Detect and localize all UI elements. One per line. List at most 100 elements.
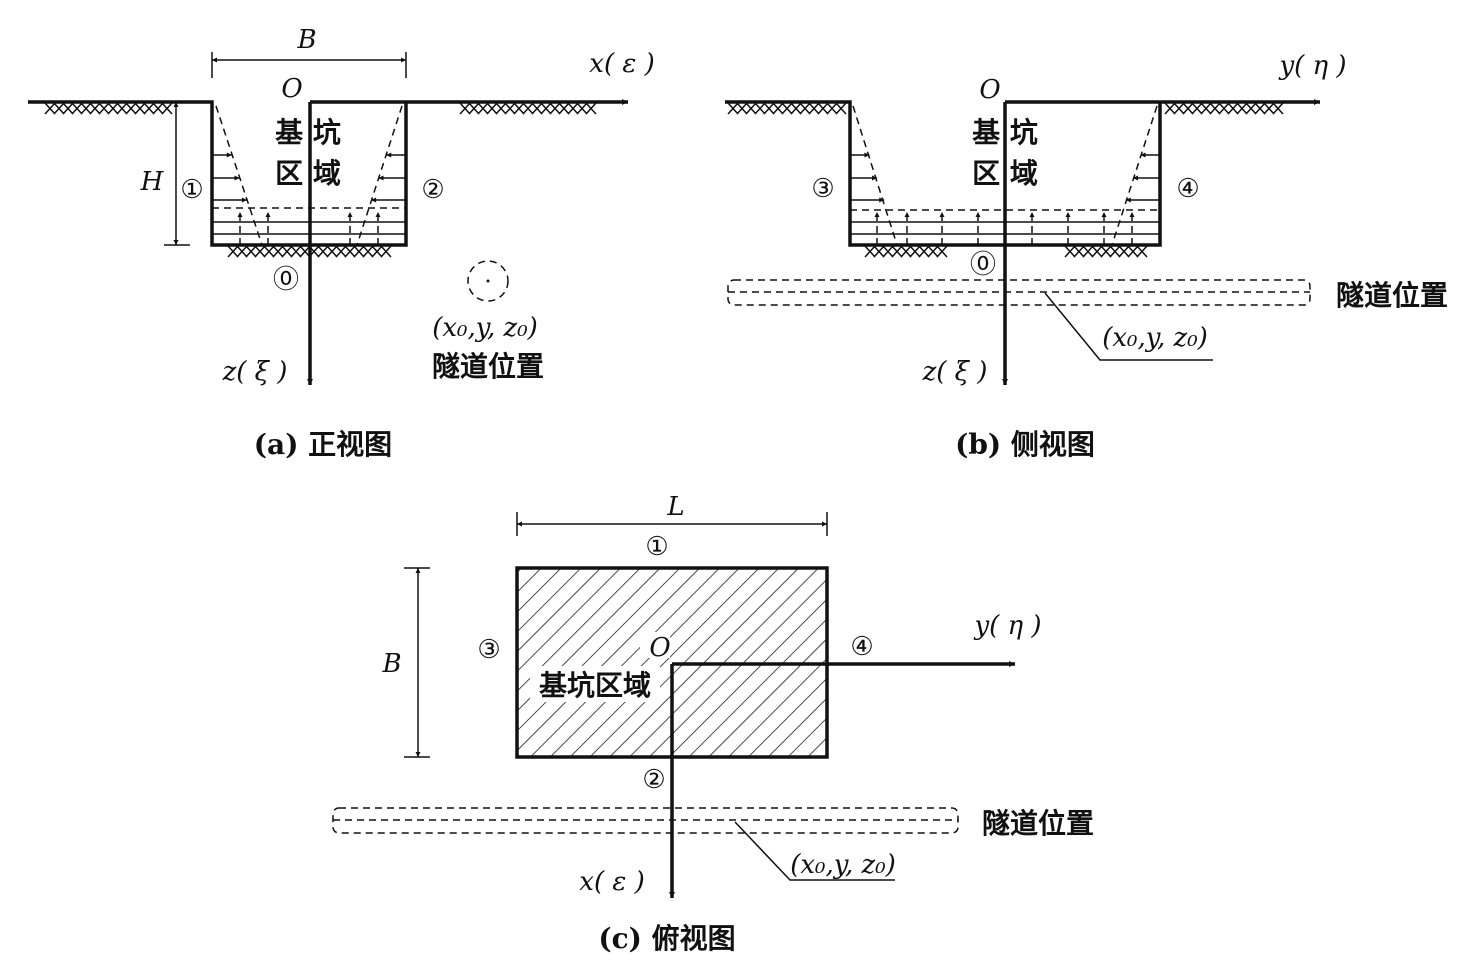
- stroke: [263, 245, 275, 258]
- x-axis-label: x( ε ): [579, 867, 644, 897]
- stroke: [299, 245, 311, 258]
- face-1-label: ①: [645, 532, 668, 562]
- stroke: [495, 102, 507, 115]
- pressure-arrows: [850, 152, 1160, 245]
- stroke: [727, 102, 739, 115]
- stroke: [504, 102, 516, 115]
- stroke: [362, 245, 374, 258]
- excavation-outline: [28, 100, 408, 247]
- stroke: [152, 102, 164, 115]
- stroke: [1209, 102, 1221, 115]
- label-H: H: [140, 167, 165, 197]
- front-view: B H O 基 坑 区 域 ① ② ⓪ x( ε ) z( ξ ) (x₀,y,…: [28, 25, 655, 461]
- z-axis-label: z( ξ ): [222, 357, 288, 387]
- stroke: [900, 245, 912, 258]
- stroke: [80, 102, 92, 115]
- excavation-outline: [725, 100, 1162, 247]
- stroke: [808, 102, 820, 115]
- stroke: [772, 102, 784, 115]
- stroke: [1173, 102, 1185, 115]
- stroke: [116, 102, 128, 115]
- stroke: [567, 102, 579, 115]
- origin-label: O: [649, 633, 670, 663]
- stroke: [353, 245, 365, 258]
- origin-label: O: [979, 75, 1000, 105]
- stroke: [89, 102, 101, 115]
- caption-c: (c) 俯视图: [598, 922, 735, 955]
- face-1-label: ①: [180, 175, 203, 205]
- stroke: [53, 102, 65, 115]
- stroke: [835, 102, 847, 115]
- tunnel-label: 隧道位置: [432, 350, 544, 383]
- stroke: [799, 102, 811, 115]
- stroke: [317, 245, 329, 258]
- region-label-1: 基 坑: [972, 116, 1038, 149]
- stroke: [344, 245, 356, 258]
- label-B: B: [381, 649, 401, 679]
- tunnel-coord-label: (x₀,y, z₀): [790, 850, 896, 880]
- stroke: [736, 102, 748, 115]
- stroke: [1182, 102, 1194, 115]
- stroke: [585, 102, 597, 115]
- plan-view: L B ① ③ ④ ② O 基坑区域 y( η ) x( ε ) (x₀,y, …: [332, 492, 1094, 955]
- stroke: [236, 245, 248, 258]
- tunnel-label: 隧道位置: [1336, 279, 1448, 312]
- stroke: [927, 245, 939, 258]
- label-L: L: [666, 492, 684, 522]
- face-3-label: ③: [477, 635, 500, 665]
- stroke: [308, 245, 320, 258]
- stroke: [1191, 102, 1203, 115]
- stroke: [134, 102, 146, 115]
- pressure-line-right: [356, 105, 403, 246]
- stroke: [335, 245, 347, 258]
- stroke: [468, 102, 480, 115]
- stroke: [245, 245, 257, 258]
- stroke: [745, 102, 757, 115]
- stroke: [781, 102, 793, 115]
- stroke: [380, 245, 392, 258]
- face-0-label: ⓪: [273, 265, 299, 295]
- face-0-label: ⓪: [970, 250, 996, 280]
- z-axis-label: z( ξ ): [922, 357, 988, 387]
- stroke: [531, 102, 543, 115]
- stroke: [864, 245, 876, 258]
- stroke: [44, 102, 56, 115]
- x-axis-label: x( ε ): [589, 49, 654, 79]
- ground-hatch: [44, 102, 597, 258]
- tunnel-coord-label: (x₀,y, z₀): [432, 313, 538, 343]
- stroke: [281, 245, 293, 258]
- stroke: [1218, 102, 1230, 115]
- tunnel-leader: [1044, 292, 1213, 361]
- region-label-2: 区 域: [972, 157, 1038, 190]
- y-axis-label: y( η ): [1278, 51, 1346, 81]
- stroke: [477, 102, 489, 115]
- stroke: [1082, 245, 1094, 258]
- label-B: B: [296, 25, 316, 55]
- face-4-label: ④: [850, 632, 873, 662]
- face-2-label: ②: [421, 175, 444, 205]
- pressure-arrows: [212, 152, 406, 245]
- stroke: [107, 102, 119, 115]
- stroke: [891, 245, 903, 258]
- stroke: [1073, 245, 1085, 258]
- caption-a: (a) 正视图: [254, 428, 392, 461]
- stroke: [1118, 245, 1130, 258]
- stroke: [763, 102, 775, 115]
- stroke: [1272, 102, 1284, 115]
- region-label-1: 基 坑: [275, 116, 341, 149]
- face-3-label: ③: [811, 174, 834, 204]
- ground-hatch: [727, 102, 1284, 258]
- origin-label: O: [281, 74, 302, 104]
- stroke: [1263, 102, 1275, 115]
- stroke: [817, 102, 829, 115]
- stroke: [909, 245, 921, 258]
- stroke: [371, 245, 383, 258]
- stroke: [125, 102, 137, 115]
- stroke: [1236, 102, 1248, 115]
- stroke: [71, 102, 83, 115]
- stroke: [513, 102, 525, 115]
- y-axis-label: y( η ): [973, 611, 1041, 641]
- pressure-line-left: [215, 105, 263, 246]
- stroke: [227, 245, 239, 258]
- region-label-2: 区 域: [275, 157, 341, 190]
